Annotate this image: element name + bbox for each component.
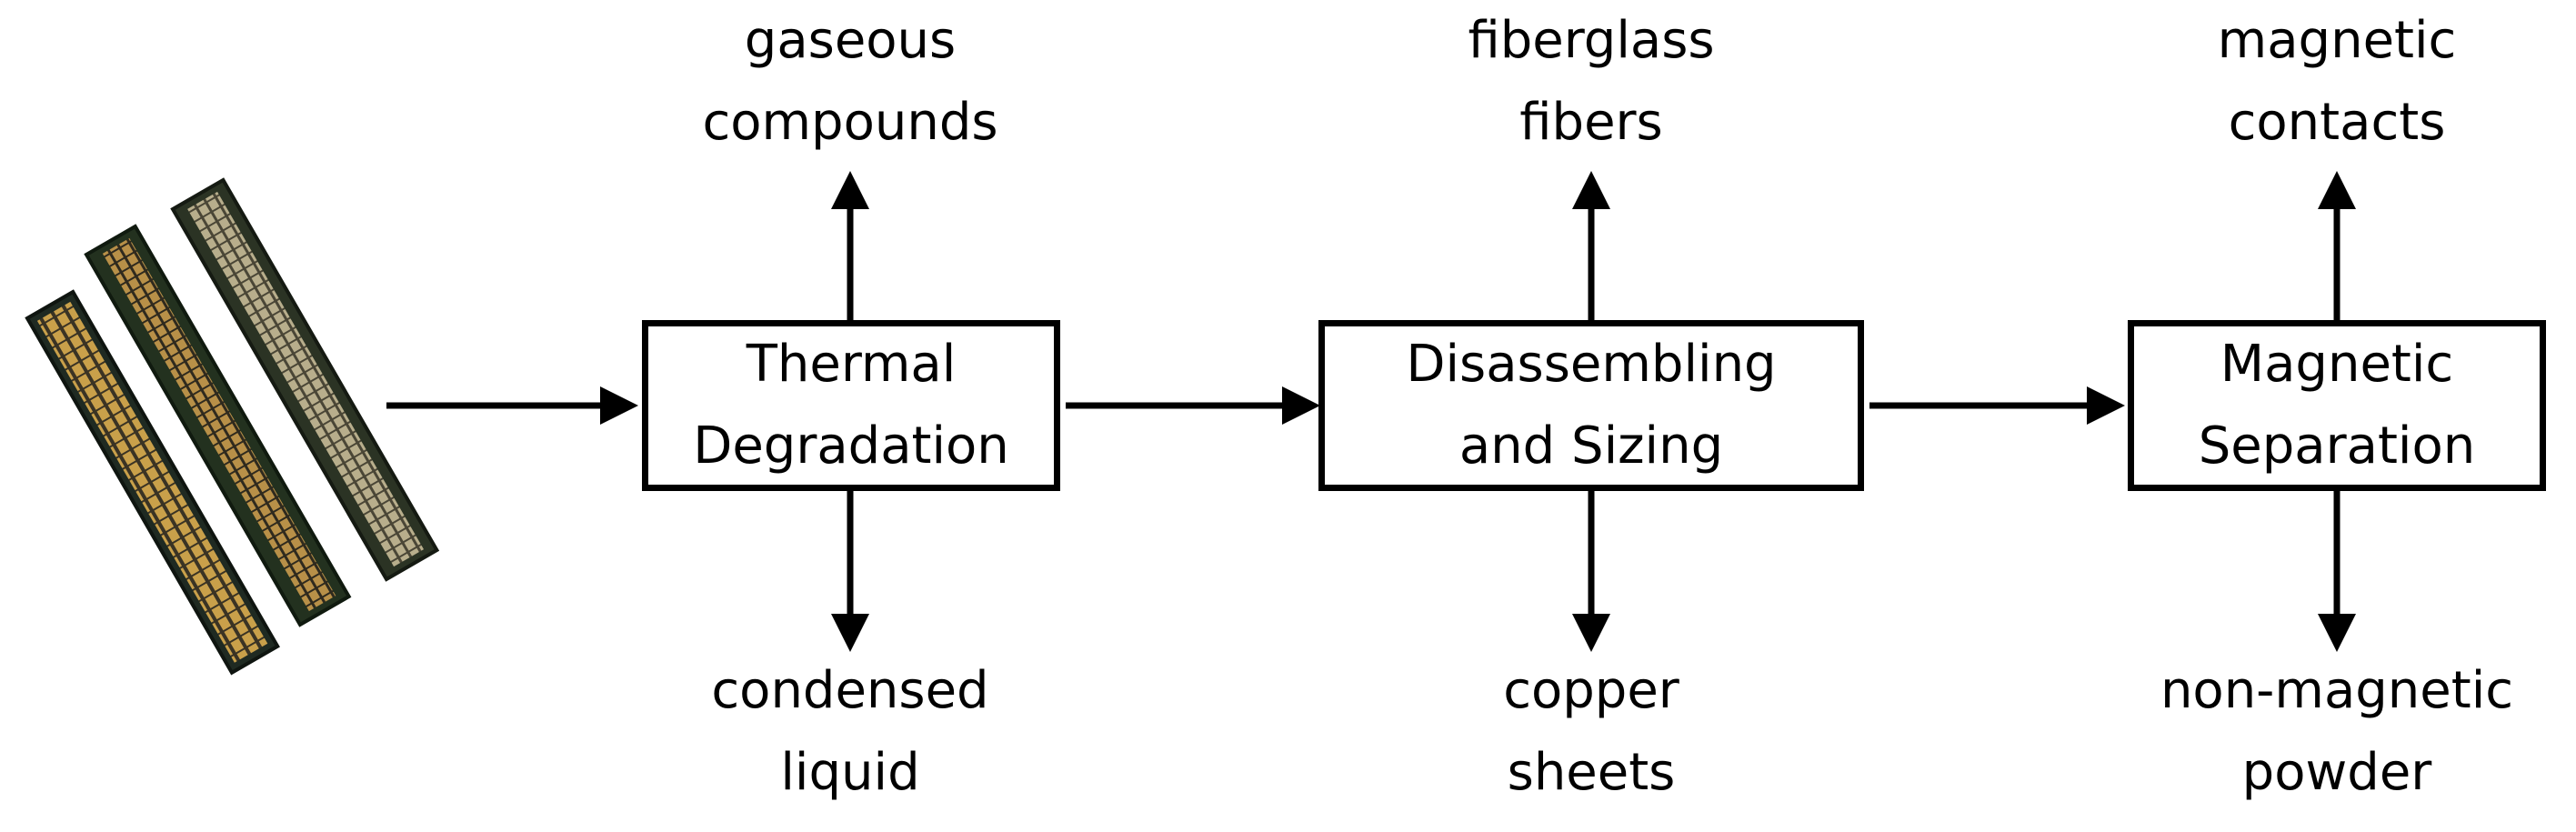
output-bottom-magnetic: non-magnetic powder	[2110, 650, 2564, 814]
output-top-thermal: gaseous compounds	[623, 0, 1078, 164]
output-bottom-magnetic-line1: non-magnetic	[2160, 661, 2514, 720]
output-bottom-magnetic-line2: powder	[2241, 743, 2432, 802]
output-top-disassembling-line1: fiberglass	[1468, 11, 1715, 70]
thermal-degradation-line2: Degradation	[693, 416, 1009, 476]
output-bottom-thermal: condensed liquid	[623, 650, 1078, 814]
output-top-disassembling-line2: fibers	[1519, 93, 1663, 152]
output-top-magnetic-line2: contacts	[2228, 93, 2446, 152]
output-bottom-thermal-line2: liquid	[780, 743, 920, 802]
output-top-magnetic: magnetic contacts	[2110, 0, 2564, 164]
disassembling-sizing-line1: Disassembling	[1406, 335, 1777, 394]
thermal-degradation-box: Thermal Degradation	[642, 320, 1060, 491]
disassembling-sizing-line2: and Sizing	[1458, 416, 1724, 476]
output-top-magnetic-line1: magnetic	[2217, 11, 2457, 70]
magnetic-separation-line2: Separation	[2198, 416, 2476, 476]
output-top-disassembling: fiberglass fibers	[1364, 0, 1819, 164]
circuit-strips-image	[25, 177, 440, 676]
thermal-degradation-line1: Thermal	[746, 335, 957, 394]
magnetic-separation-line1: Magnetic	[2220, 335, 2454, 394]
output-bottom-disassembling-line1: copper	[1503, 661, 1679, 720]
magnetic-separation-box: Magnetic Separation	[2128, 320, 2546, 491]
output-bottom-thermal-line1: condensed	[711, 661, 989, 720]
output-bottom-disassembling: copper sheets	[1364, 650, 1819, 814]
disassembling-sizing-box: Disassembling and Sizing	[1318, 320, 1864, 491]
output-top-thermal-line1: gaseous	[744, 11, 957, 70]
output-top-thermal-line2: compounds	[702, 93, 998, 152]
output-bottom-disassembling-line2: sheets	[1507, 743, 1676, 802]
